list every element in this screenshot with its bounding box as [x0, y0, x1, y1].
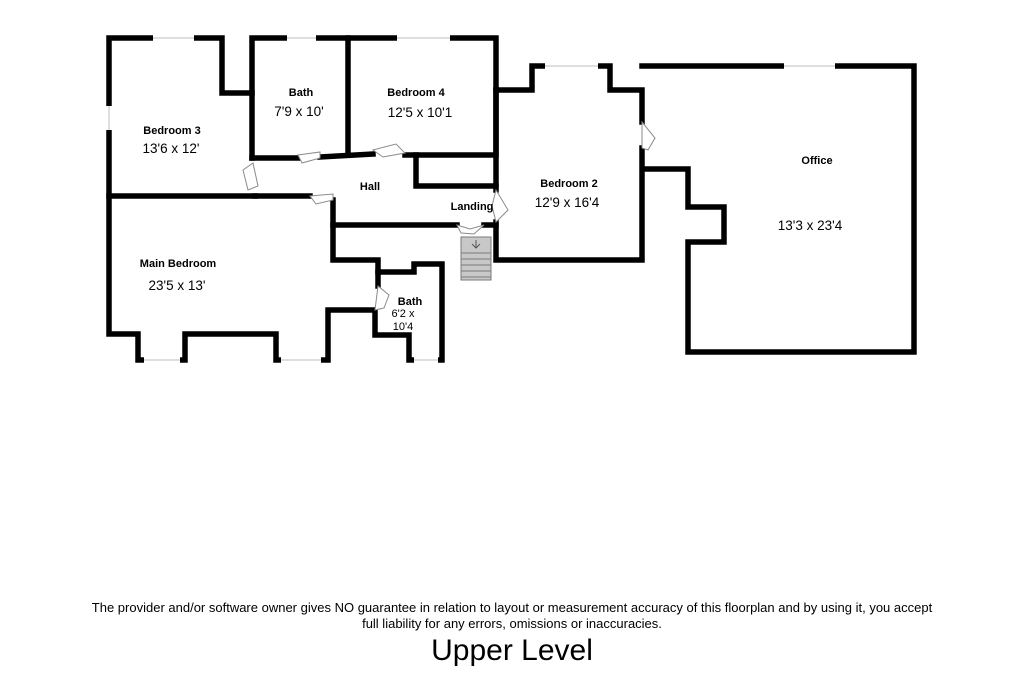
bedroom4-name: Bedroom 4 [387, 87, 445, 99]
main-bedroom-dims: 23'5 x 13' [149, 278, 206, 293]
wall-bedroom2-lower [493, 145, 645, 263]
door-hall-main [309, 193, 334, 205]
door-landing-stairs [456, 224, 485, 235]
bedroom2-name: Bedroom 2 [540, 178, 597, 190]
wall-bedroom2 [493, 63, 645, 125]
down-arrow-icon [471, 240, 481, 249]
bedroom3-name: Bedroom 3 [143, 125, 200, 137]
wall-bedroom4-bottom [249, 151, 376, 161]
walls [106, 35, 917, 363]
windows [105, 34, 835, 364]
wall-office [639, 63, 917, 355]
door-bedroom2-office [641, 120, 656, 151]
bath-lower-dims-2: 10'4 [393, 321, 413, 333]
room-labels: Bedroom 3 13'6 x 12' Bath 7'9 x 10' Bedr… [140, 87, 843, 333]
wall-closet [413, 152, 499, 189]
stairs [460, 236, 492, 281]
office-name: Office [801, 155, 832, 167]
bedroom2-dims: 12'9 x 16'4 [535, 195, 600, 210]
bath-upper-dims: 7'9 x 10' [274, 104, 323, 119]
bath-lower-name: Bath [398, 296, 423, 308]
floorplan: Bedroom 3 13'6 x 12' Bath 7'9 x 10' Bedr… [105, 34, 917, 364]
bedroom3-dims: 13'6 x 12' [143, 141, 200, 156]
bedroom4-dims: 12'5 x 10'1 [388, 105, 452, 120]
landing-name: Landing [451, 201, 494, 213]
disclaimer-line-1: The provider and/or software owner gives… [91, 600, 933, 615]
office-dims: 13'3 x 23'4 [778, 218, 843, 233]
doors [242, 120, 656, 311]
door-landing-closet [491, 188, 509, 223]
level-title: Upper Level [431, 634, 593, 667]
door-bedroom3 [242, 162, 259, 191]
main-bedroom-name: Main Bedroom [140, 258, 217, 270]
door-bath-upper [297, 151, 321, 164]
wall-main-bedroom-hall [330, 222, 381, 275]
bath-upper-name: Bath [289, 87, 314, 99]
hall-name: Hall [360, 181, 380, 193]
wall-bedroom3 [106, 35, 258, 199]
bath-lower-dims-1: 6'2 x [392, 308, 415, 320]
disclaimer: The provider and/or software owner gives… [20, 600, 1004, 632]
disclaimer-line-2: full liability for any errors, omissions… [362, 616, 662, 631]
door-bedroom4 [371, 143, 407, 158]
door-bath-lower [374, 285, 390, 311]
